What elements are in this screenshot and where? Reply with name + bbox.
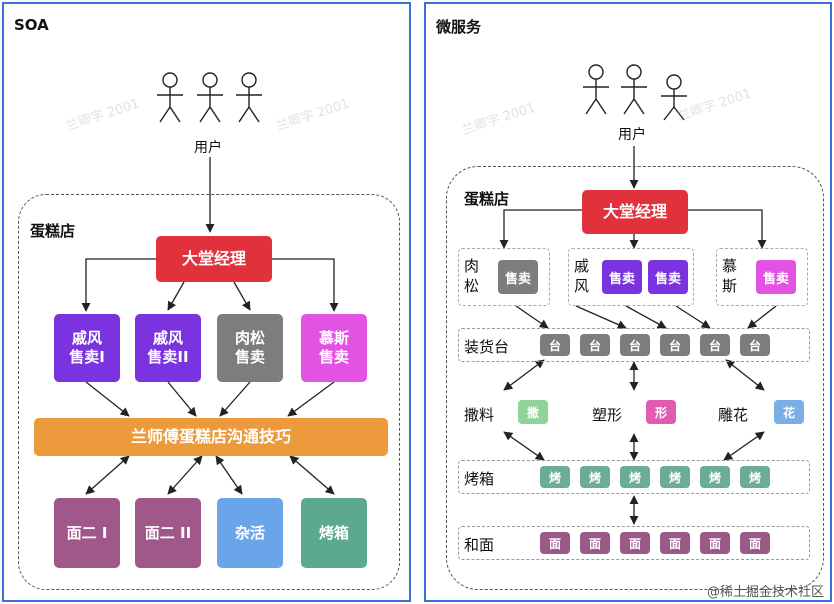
- row-oven: [458, 460, 810, 494]
- stick-figure-icon: [236, 72, 262, 123]
- worker-node-misc: 杂活: [217, 498, 283, 568]
- worker-node-oven: 烤箱: [301, 498, 367, 568]
- shape-label: 塑形: [592, 406, 623, 424]
- oven-chip: 烤: [700, 466, 730, 488]
- micro-store-label: 蛋糕店: [464, 190, 510, 208]
- sprinkle-label: 撒料: [464, 406, 495, 424]
- row-loading-dock: [458, 328, 810, 362]
- dough-chip: 面: [700, 532, 730, 554]
- dock-chip: 台: [620, 334, 650, 356]
- watermark: 兰卿字 2001: [64, 96, 142, 135]
- carve-chip: 花: [774, 400, 804, 424]
- communication-bar: 兰师傅蛋糕店沟通技巧: [34, 418, 388, 456]
- micro-user-figures: [583, 64, 687, 121]
- soa-title: SOA: [14, 16, 49, 34]
- sell-chip: 售卖: [756, 260, 796, 294]
- soa-panel: SOA: [2, 2, 411, 602]
- microservice-panel: 微服务: [424, 2, 832, 602]
- watermark: 兰卿字 2001: [460, 100, 538, 139]
- store-label: 蛋糕店: [30, 222, 76, 240]
- store-boundary: [18, 194, 400, 590]
- worker-node-dough-1: 面二 I: [54, 498, 120, 568]
- oven-chip: 烤: [580, 466, 610, 488]
- manager-node: 大堂经理: [156, 236, 272, 282]
- oven-chip: 烤: [620, 466, 650, 488]
- brand-watermark: @稀土掘金技术社区: [706, 585, 824, 600]
- dough-chip: 面: [580, 532, 610, 554]
- watermark: 兰卿字 2001: [274, 96, 352, 135]
- sprinkle-chip: 撒: [518, 400, 548, 424]
- seller-node-mousse: 慕斯 售卖: [301, 314, 367, 382]
- micro-title: 微服务: [436, 18, 482, 36]
- stick-figure-icon: [157, 72, 183, 123]
- row-dough-label: 和面: [464, 536, 495, 554]
- soa-user-figures: [157, 72, 262, 123]
- stick-figure-icon: [583, 64, 609, 115]
- oven-chip: 烤: [540, 466, 570, 488]
- dough-chip: 面: [620, 532, 650, 554]
- group-mousse-label: 慕 斯: [722, 257, 738, 296]
- watermark: 兰卿字 2001: [676, 86, 754, 125]
- seller-node-chiffon-2: 戚风 售卖II: [135, 314, 201, 382]
- dock-chip: 台: [660, 334, 690, 356]
- group-chiffon-label: 戚 风: [574, 257, 590, 296]
- row-oven-label: 烤箱: [464, 470, 495, 488]
- row-dough: [458, 526, 810, 560]
- sell-chip: 售卖: [498, 260, 538, 294]
- sell-chip: 售卖: [648, 260, 688, 294]
- dock-chip: 台: [700, 334, 730, 356]
- group-mousse: [716, 248, 808, 306]
- shape-chip: 形: [646, 400, 676, 424]
- user-label: 用户: [194, 140, 222, 156]
- seller-node-chiffon-1: 戚风 售卖I: [54, 314, 120, 382]
- dock-chip: 台: [580, 334, 610, 356]
- row-loading-label: 装货台: [464, 338, 510, 356]
- oven-chip: 烤: [660, 466, 690, 488]
- dough-chip: 面: [660, 532, 690, 554]
- sell-chip: 售卖: [602, 260, 642, 294]
- carve-label: 雕花: [718, 406, 749, 424]
- dock-chip: 台: [540, 334, 570, 356]
- stick-figure-icon: [197, 72, 223, 123]
- dough-chip: 面: [540, 532, 570, 554]
- dock-chip: 台: [740, 334, 770, 356]
- group-floss-label: 肉 松: [464, 257, 480, 296]
- micro-user-label: 用户: [618, 127, 646, 143]
- dough-chip: 面: [740, 532, 770, 554]
- micro-manager-node: 大堂经理: [582, 190, 688, 234]
- group-floss: [458, 248, 550, 306]
- oven-chip: 烤: [740, 466, 770, 488]
- stick-figure-icon: [621, 64, 647, 115]
- micro-store-boundary: [446, 166, 824, 590]
- worker-node-dough-2: 面二 II: [135, 498, 201, 568]
- group-chiffon: [568, 248, 694, 306]
- seller-node-floss: 肉松 售卖: [217, 314, 283, 382]
